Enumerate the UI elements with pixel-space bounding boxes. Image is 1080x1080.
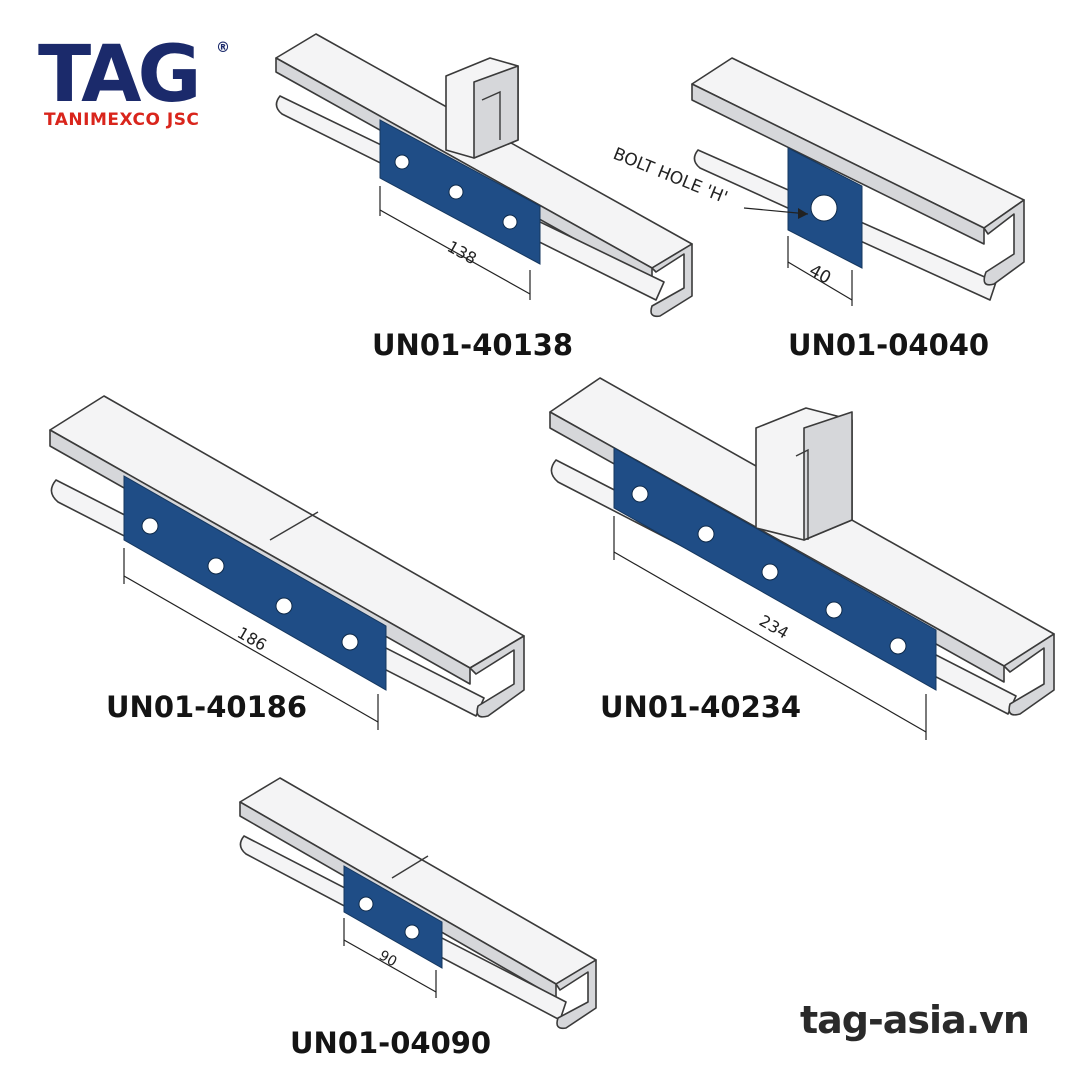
bolt-hole [502, 214, 518, 230]
dimension-label: 40 [806, 261, 834, 289]
bolt-hole-callout: BOLT HOLE 'H' [610, 144, 730, 208]
dimension-line [787, 236, 853, 306]
callout-arrow [743, 207, 809, 215]
bolt-hole [810, 194, 838, 222]
website-url: tag-asia.vn [800, 998, 1030, 1042]
company-name: TANIMEXCO JSC [44, 110, 200, 130]
dimension-line [379, 186, 531, 300]
part-number-un01-40234: UN01-40234 [600, 690, 802, 724]
logo-wordmark: TAG [38, 30, 202, 120]
bolt-hole [358, 896, 374, 912]
bolt-hole [341, 633, 359, 651]
bolt-hole [825, 601, 843, 619]
bolt-hole [448, 184, 464, 200]
dimension-line [613, 516, 927, 740]
part-number-un01-40186: UN01-40186 [106, 690, 308, 724]
bolt-hole [275, 597, 293, 615]
diagram-un01-04090: 90 [239, 777, 597, 1030]
tee-post [755, 407, 853, 541]
registered-mark: ® [216, 40, 230, 56]
tag-logo: TAG ® TANIMEXCO JSC [38, 36, 238, 136]
bolt-hole [404, 924, 420, 940]
splice-plate [123, 475, 387, 691]
bolt-hole [697, 525, 715, 543]
part-number-un01-04090: UN01-04090 [290, 1026, 492, 1060]
dimension-line [343, 918, 437, 998]
diagram-un01-40234: 234 [549, 377, 1055, 740]
dimension-label: 90 [376, 948, 399, 971]
bolt-hole [207, 557, 225, 575]
bolt-hole [394, 154, 410, 170]
bolt-hole [889, 637, 907, 655]
bolt-hole [761, 563, 779, 581]
bolt-hole [631, 485, 649, 503]
dimension-label: 234 [756, 611, 792, 643]
dimension-line [123, 548, 379, 730]
part-number-un01-04040: UN01-04040 [788, 328, 990, 362]
splice-plate [343, 865, 443, 969]
diagram-un01-40138: 138 [275, 33, 693, 318]
diagram-un01-40186: 186 [49, 395, 525, 730]
tee-post [445, 57, 519, 159]
part-number-un01-40138: UN01-40138 [372, 328, 574, 362]
diagram-un01-04040: BOLT HOLE 'H' 40 [610, 57, 1025, 306]
bolt-hole [141, 517, 159, 535]
